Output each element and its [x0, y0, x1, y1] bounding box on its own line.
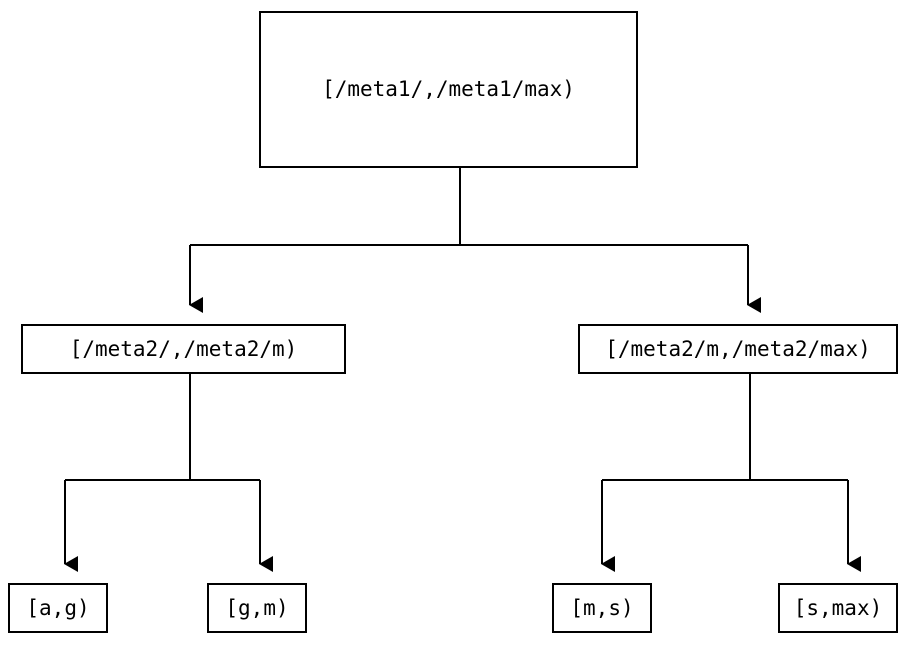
tree-node-leaf-ms-label: [m,s) — [570, 595, 634, 620]
tree-node-leaf-ms[interactable]: [m,s) — [552, 583, 652, 633]
tree-node-root[interactable]: [/meta1/,/meta1/max) — [259, 11, 638, 168]
tree-node-mid-right-label: [/meta2/m,/meta2/max) — [605, 336, 871, 361]
tree-node-mid-right[interactable]: [/meta2/m,/meta2/max) — [578, 324, 898, 374]
tree-node-leaf-ag[interactable]: [a,g) — [8, 583, 108, 633]
tree-node-root-label: [/meta1/,/meta1/max) — [322, 77, 575, 101]
tree-node-mid-left-label: [/meta2/,/meta2/m) — [69, 336, 298, 361]
tree-node-leaf-gm-label: [g,m) — [225, 595, 289, 620]
tree-node-leaf-ag-label: [a,g) — [26, 595, 90, 620]
tree-node-mid-left[interactable]: [/meta2/,/meta2/m) — [21, 324, 346, 374]
tree-node-leaf-gm[interactable]: [g,m) — [207, 583, 307, 633]
tree-node-leaf-smax[interactable]: [s,max) — [778, 583, 898, 633]
tree-node-leaf-smax-label: [s,max) — [793, 595, 883, 620]
